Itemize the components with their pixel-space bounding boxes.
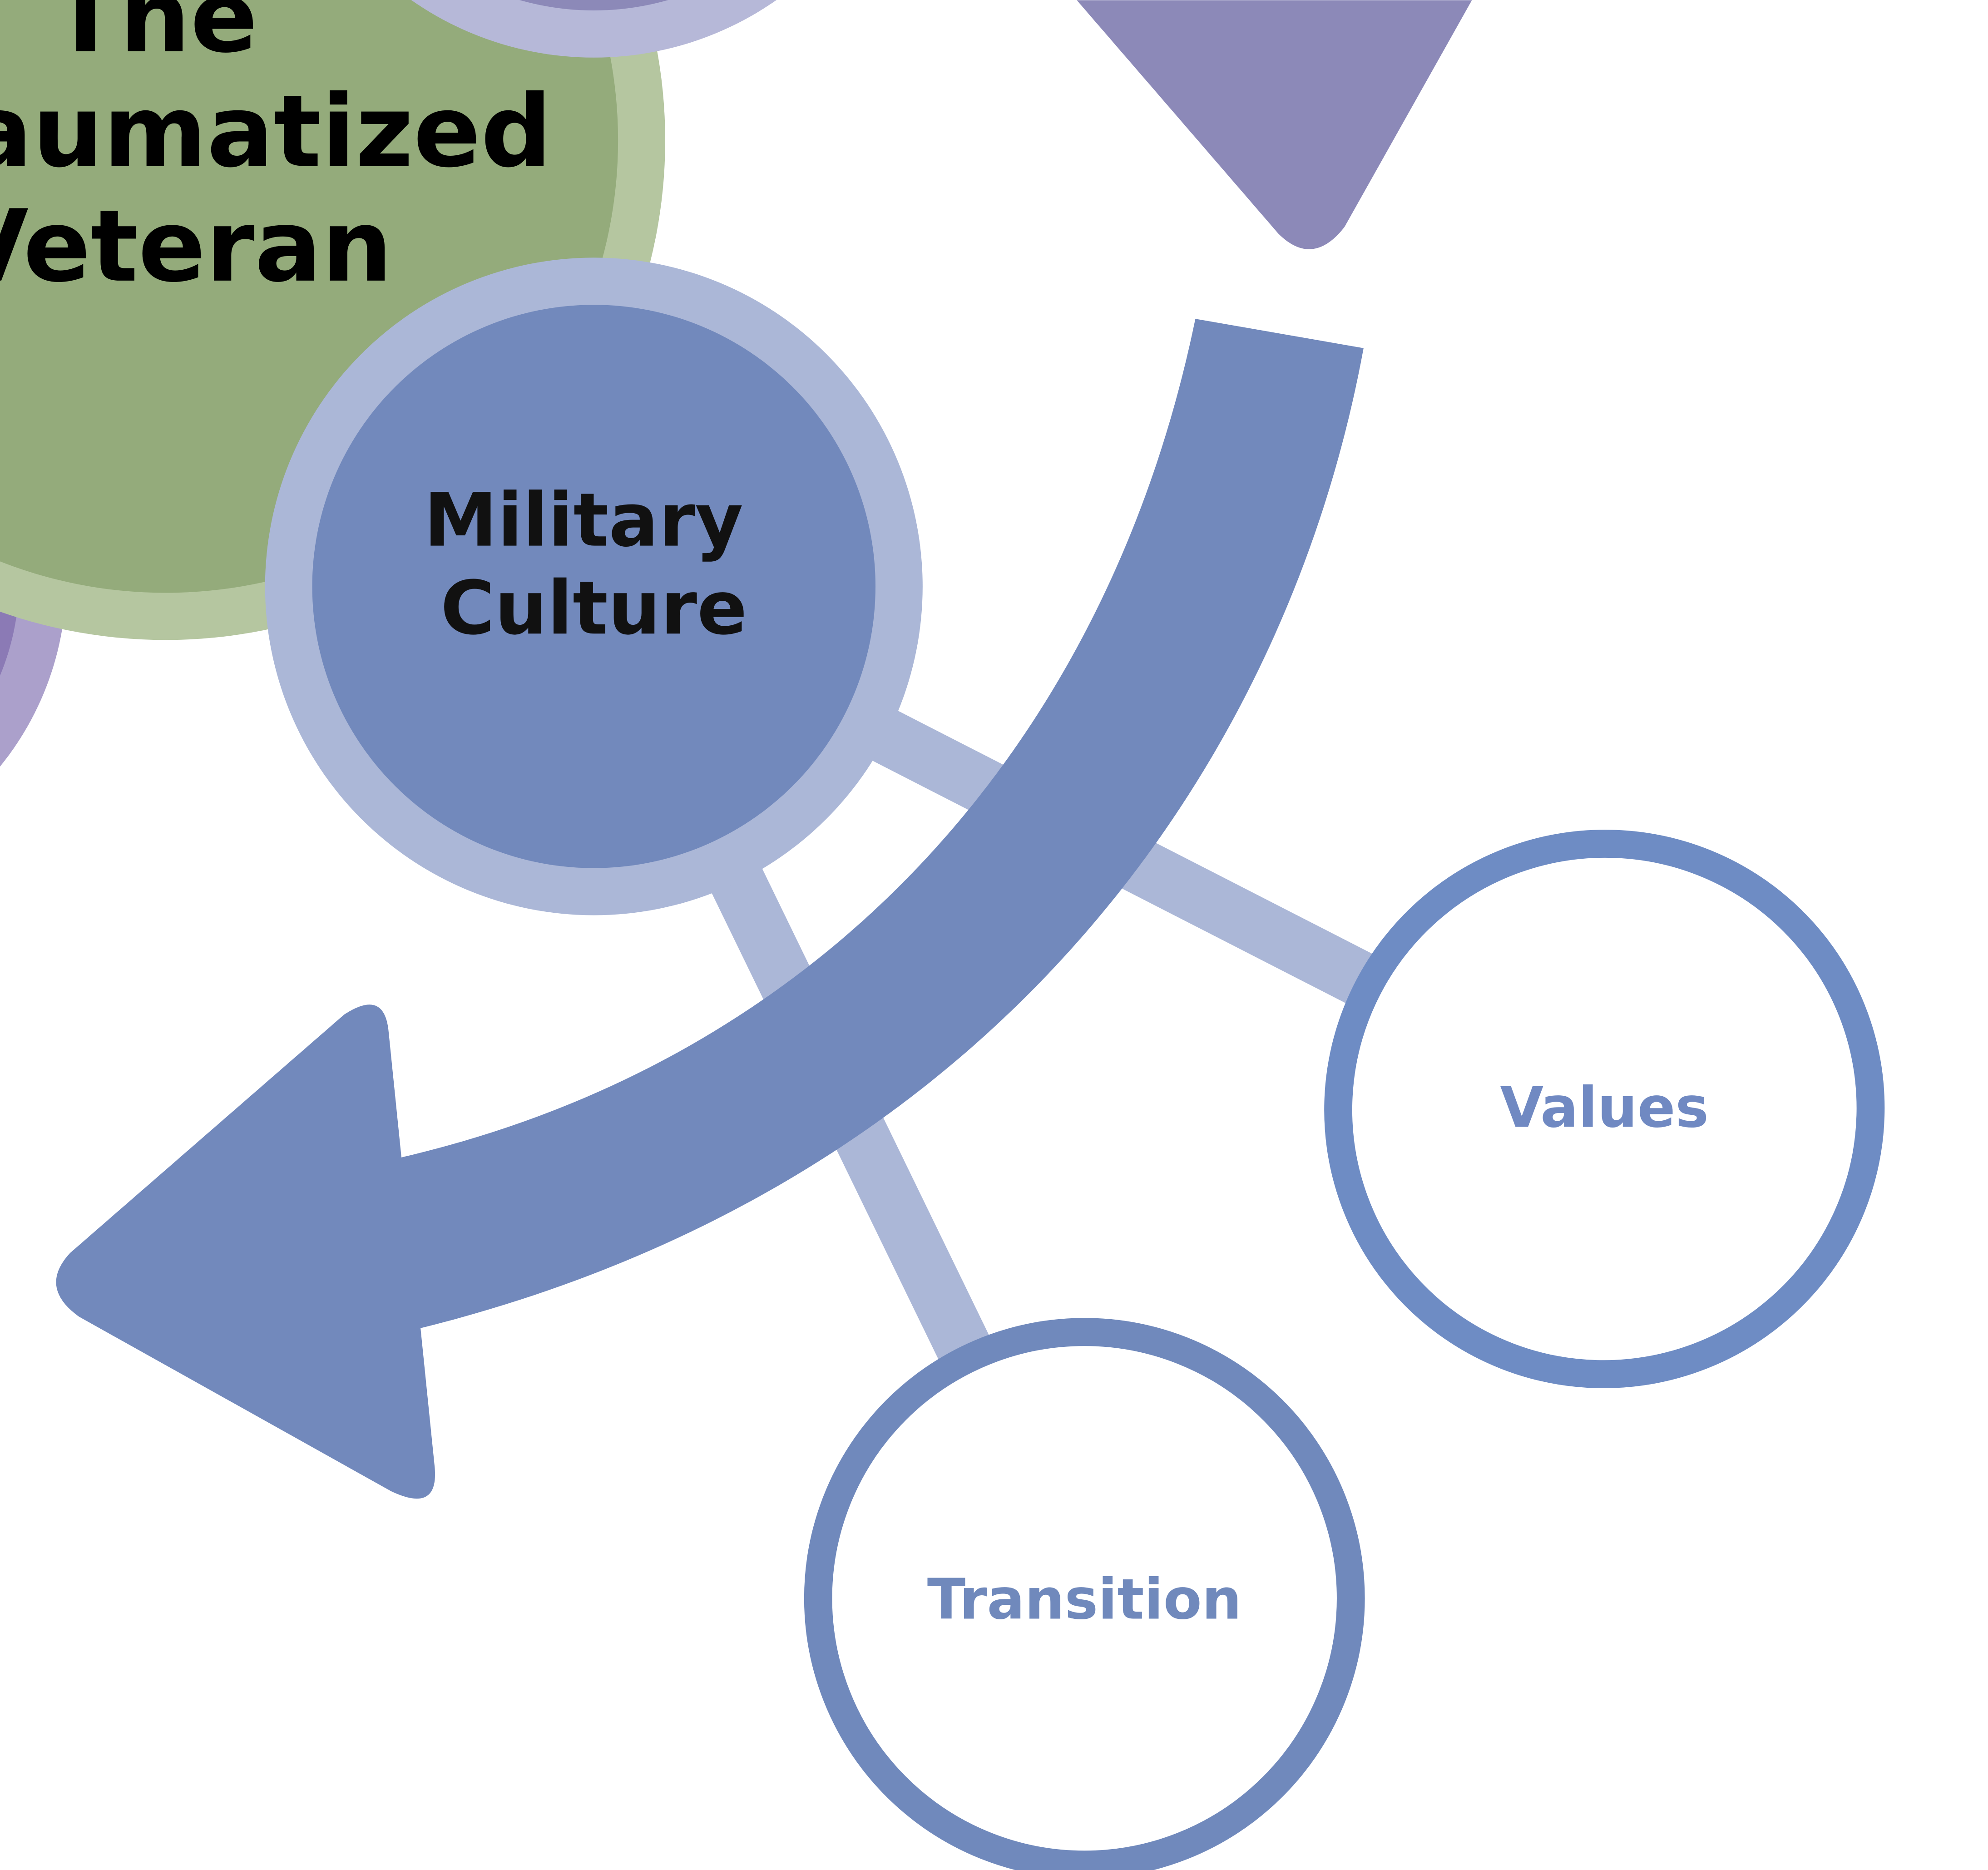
transition-node[interactable]: Transition	[804, 1318, 1365, 1870]
values-label: Values	[1500, 1075, 1709, 1140]
top-node	[411, 0, 776, 58]
curved-arrow	[56, 319, 1364, 1499]
military-culture-node[interactable]: Military Culture	[265, 257, 923, 915]
central-node-traumatized-veteran: The Traumatized Veteran	[0, 0, 665, 640]
values-node[interactable]: Values	[1263, 769, 1945, 1449]
military-culture-label: Military Culture	[424, 478, 769, 652]
central-node-label: The Traumatized Veteran	[0, 0, 587, 304]
triangle-arrow-shape	[1077, 0, 1472, 249]
transition-label: Transition	[927, 1567, 1242, 1633]
